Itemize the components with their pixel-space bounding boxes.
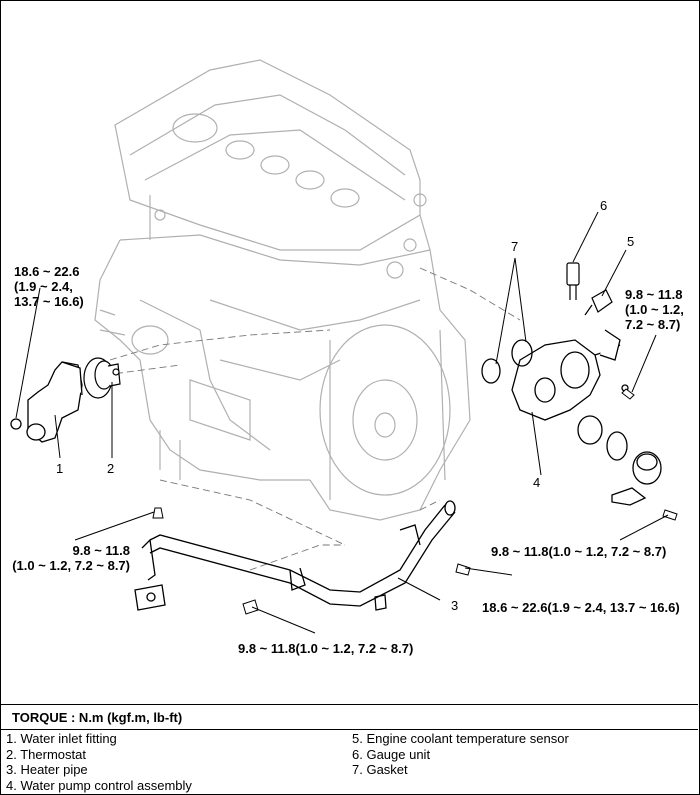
engine-block-outline — [94, 59, 471, 521]
torque-sensor-line1: 9.8 ~ 11.8 — [625, 287, 683, 302]
callout-1: 1 — [56, 461, 64, 476]
torque-pipe-mid: 18.6 ~ 22.6(1.9 ~ 2.4, 13.7 ~ 16.6) — [482, 600, 680, 615]
sensors — [566, 262, 613, 316]
callout-6: 6 — [600, 198, 608, 213]
torque-pump-right: 9.8 ~ 11.8(1.0 ~ 1.2, 7.2 ~ 8.7) — [491, 544, 667, 559]
torque-sensor-line2: (1.0 ~ 1.2, — [625, 302, 684, 317]
torque-inlet: 18.6 ~ 22.6 (1.9 ~ 2.4, 13.7 ~ 16.6) — [14, 264, 84, 309]
torque-pipe-left: 9.8 ~ 11.8 (1.0 ~ 1.2, 7.2 ~ 8.7) — [12, 543, 130, 573]
callout-4: 4 — [533, 475, 541, 490]
legend-item: 7. Gasket — [352, 762, 408, 777]
gaskets — [481, 339, 533, 384]
legend-item: 3. Heater pipe — [6, 762, 88, 777]
callout-5: 5 — [627, 234, 635, 249]
engine-cooling-diagram — [10, 59, 678, 634]
torque-pipe-left-line1: 9.8 ~ 11.8 — [72, 543, 130, 558]
legend-item: 2. Thermostat — [6, 746, 86, 762]
water-pump-control-assembly — [511, 329, 662, 506]
legend-item: 4. Water pump control assembly — [6, 777, 192, 793]
leader-lines — [15, 211, 669, 634]
torque-unit-bar: TORQUE : N.m (kgf.m, lb-ft) — [0, 704, 698, 730]
torque-sensor-line3: 7.2 ~ 8.7) — [625, 317, 681, 332]
thermostat — [83, 357, 121, 399]
torque-inlet-line1: 18.6 ~ 22.6 — [14, 264, 80, 279]
legend-item: 6. Gauge unit — [352, 746, 431, 762]
callout-3: 3 — [451, 598, 459, 613]
legend-left: 1. Water inlet fitting 2. Thermostat 3. … — [6, 731, 192, 793]
legend-item: 1. Water inlet fitting — [6, 731, 117, 746]
torque-unit-title: TORQUE : N.m (kgf.m, lb-ft) — [12, 710, 183, 725]
legend-item: 5. Engine coolant temperature sensor — [352, 731, 569, 746]
torque-inlet-line3: 13.7 ~ 16.6) — [14, 294, 84, 309]
callout-2: 2 — [107, 461, 115, 476]
torque-pipe-bottom: 9.8 ~ 11.8(1.0 ~ 1.2, 7.2 ~ 8.7) — [238, 641, 414, 656]
torque-sensor: 9.8 ~ 11.8 (1.0 ~ 1.2, 7.2 ~ 8.7) — [625, 287, 684, 332]
torque-pipe-left-line2: (1.0 ~ 1.2, 7.2 ~ 8.7) — [12, 558, 130, 573]
torque-inlet-line2: (1.9 ~ 2.4, — [14, 279, 73, 294]
callout-7: 7 — [511, 239, 519, 254]
bolts — [152, 388, 678, 615]
heater-pipe — [134, 500, 456, 611]
legend-right: 5. Engine coolant temperature sensor 6. … — [352, 731, 569, 778]
water-inlet-fitting — [10, 361, 83, 443]
